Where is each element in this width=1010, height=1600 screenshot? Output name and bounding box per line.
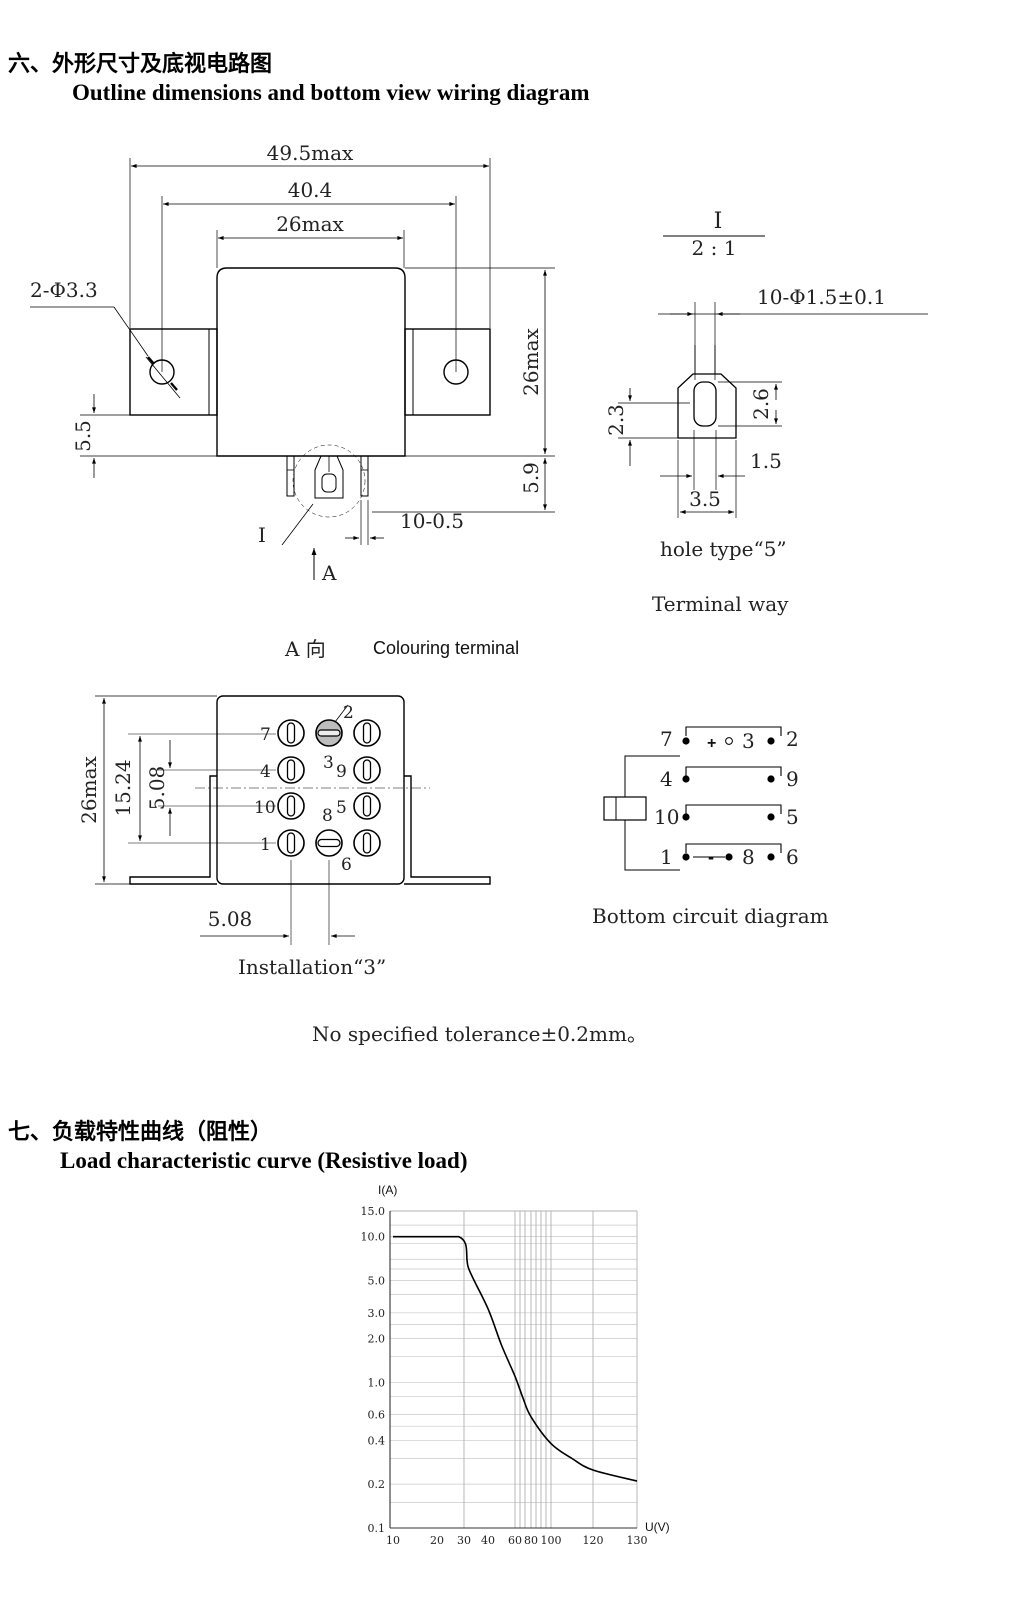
x-tick-label: 40 (481, 1534, 495, 1547)
terminal-slot (317, 729, 341, 737)
detail-caption-hole-type: hole type“5” (660, 537, 787, 561)
circuit-pin-2: 2 (786, 727, 799, 751)
terminal-slot (362, 722, 372, 744)
y-tick-label: 0.2 (368, 1478, 386, 1491)
dim-pin-pitch-horizontal: 5.08 (208, 907, 253, 931)
view-a-title: A 向 (284, 637, 326, 661)
circuit-minus-sign: - (708, 847, 714, 867)
section6-title-en: Outline dimensions and bottom view wirin… (72, 80, 590, 105)
pin-label: 7 (260, 725, 271, 745)
x-tick-label: 120 (583, 1534, 604, 1547)
terminal-slot (362, 832, 372, 854)
terminal-detail (618, 235, 928, 518)
circuit-pin-3: 3 (742, 729, 755, 753)
detail-caption-terminal-way: Terminal way (652, 592, 789, 616)
colouring-terminal-label: Colouring terminal (373, 638, 519, 658)
dim-pin-row-span: 15.24 (111, 759, 135, 816)
circuit-pin-6: 6 (786, 845, 799, 869)
dim-pin-length: 5.9 (519, 462, 543, 494)
circuit-caption: Bottom circuit diagram (592, 904, 829, 928)
y-tick-label: 0.4 (368, 1434, 386, 1447)
pin-label: 1 (260, 835, 271, 855)
installation-caption: Installation“3” (238, 955, 386, 979)
pin-label: 10 (254, 798, 276, 818)
load-curve-chart: 15.0 10.0 5.0 3.0 2.0 1.0 0.6 0.4 0.2 0.110 20 30 40… (361, 1205, 648, 1547)
bottom-circuit-diagram (603, 726, 782, 871)
pin-label: 8 (322, 806, 333, 826)
section7-title-en: Load characteristic curve (Resistive loa… (60, 1148, 468, 1173)
dim-body-width: 26max (276, 212, 344, 236)
y-tick-label: 0.6 (368, 1409, 386, 1422)
section6-title-cn: 六、外形尺寸及底视电路图 (8, 52, 273, 77)
terminal-slot (362, 759, 372, 781)
chart-y-label: I(A) (378, 1183, 397, 1197)
pin-label: 2 (343, 703, 354, 723)
outline-front-view (30, 158, 555, 580)
terminal-slot (286, 722, 296, 744)
circuit-plus-sign: + (707, 735, 716, 752)
dim-flange-thickness: 5.5 (71, 420, 95, 452)
dim-terminal-c: 1.5 (750, 449, 782, 473)
view-ref-label: A (321, 561, 337, 585)
dim-pin-width: 10-0.5 (400, 509, 464, 533)
circuit-pin-4: 4 (660, 767, 673, 791)
y-tick-label: 10.0 (361, 1231, 386, 1244)
dim-mount-holes: 2-Φ3.3 (30, 278, 98, 302)
x-tick-label: 30 (457, 1534, 471, 1547)
circuit-contacts (682, 737, 775, 861)
chart-x-label: U(V) (645, 1520, 670, 1534)
section7-title-cn: 七、负载特性曲线（阻性） (8, 1120, 273, 1145)
x-tick-label: 130 (627, 1534, 648, 1547)
dim-hole-spacing: 40.4 (288, 178, 333, 202)
pin-label: 5 (336, 798, 347, 818)
y-tick-label: 15.0 (361, 1205, 386, 1218)
x-tick-label: 100 (541, 1534, 562, 1547)
y-tick-label: 0.1 (368, 1522, 386, 1535)
terminal-slot (286, 759, 296, 781)
pin-label: 9 (336, 762, 347, 782)
dim-view-height: 26max (77, 755, 101, 823)
detail-ref-label: I (258, 523, 266, 547)
bottom-view (95, 695, 491, 945)
dim-terminal-a: 2.3 (604, 404, 628, 436)
x-tick-label: 20 (430, 1534, 444, 1547)
dim-pin-pitch-vertical: 5.08 (145, 766, 169, 811)
dim-terminal-hole: 10-Φ1.5±0.1 (757, 285, 886, 309)
terminal-slot (317, 838, 341, 848)
circuit-pin-9: 9 (786, 767, 799, 791)
detail-scale: 2 : 1 (692, 236, 737, 260)
terminal-slot (362, 795, 372, 817)
x-tick-label: 80 (524, 1534, 538, 1547)
pin-label: 3 (323, 753, 334, 773)
circuit-pin-10: 10 (654, 805, 679, 829)
x-tick-label: 10 (386, 1534, 400, 1547)
circuit-pin-8: 8 (742, 845, 755, 869)
y-tick-label: 1.0 (368, 1376, 386, 1389)
dim-overall-width: 49.5max (267, 141, 354, 165)
tolerance-note: No specified tolerance±0.2mm。 (312, 1022, 647, 1046)
terminal-slot (286, 832, 296, 854)
x-tick-label: 60 (508, 1534, 522, 1547)
y-tick-label: 5.0 (368, 1275, 386, 1288)
y-tick-label: 3.0 (368, 1307, 386, 1320)
dim-terminal-d: 3.5 (689, 487, 721, 511)
y-tick-label: 2.0 (368, 1332, 386, 1345)
circuit-pin-7: 7 (660, 727, 673, 751)
pin-label: 6 (341, 855, 352, 875)
circuit-pin-5: 5 (786, 805, 799, 829)
load-curve-line (393, 1235, 638, 1482)
terminal-slot (286, 795, 296, 817)
circuit-pin-1: 1 (660, 845, 673, 869)
dim-terminal-b: 2.6 (749, 388, 773, 420)
detail-ref: I (714, 209, 723, 234)
dim-body-height: 26max (519, 327, 543, 395)
pin-label: 4 (260, 762, 271, 782)
